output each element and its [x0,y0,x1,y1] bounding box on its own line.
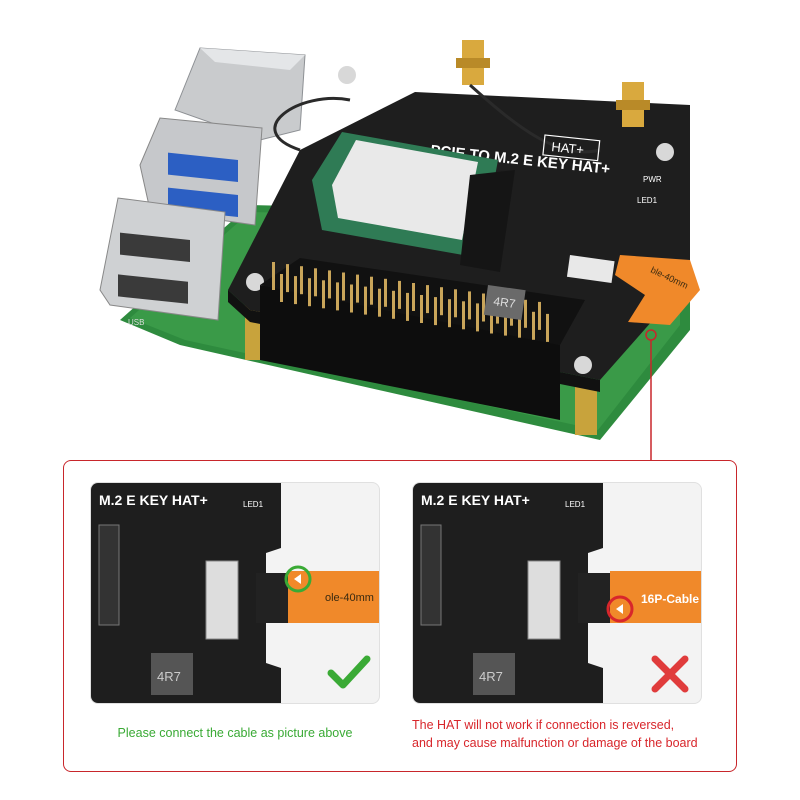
correct-connection-panel: M.2 E KEY HAT+ LED1 4R7 ole-40mm [90,482,380,704]
hat-badge: HAT+ [551,139,585,157]
cross-icon [651,655,689,693]
cable-stiffener [578,573,610,623]
warning-caption: The HAT will not work if connection is r… [412,716,732,752]
standoff [575,380,597,435]
correct-connection-illustration: M.2 E KEY HAT+ LED1 4R7 ole-40mm [91,483,379,703]
gpio-pin [350,284,353,313]
panel-title: M.2 E KEY HAT+ [421,492,530,508]
sma-antenna-right [616,82,650,127]
inductor-label: 4R7 [493,294,517,311]
m2-slot [460,170,515,272]
gpio-pin [454,289,457,318]
reversed-connection-panel: M.2 E KEY HAT+ LED1 4R7 16P-Cable [412,482,702,704]
usb-silkscreen: USB [128,318,144,327]
gpio-pin [412,283,415,311]
check-icon [327,655,371,689]
fpc-connector [566,254,615,284]
gpio-pin [378,288,381,317]
gpio-pin [300,266,303,295]
inductor [151,653,193,695]
gpio-pin [294,276,297,305]
gpio-pin [280,274,283,302]
usb-3-ports [139,117,263,226]
gpio-pin [392,290,395,319]
gpio-pin [398,280,401,309]
inductor-label: 4R7 [479,669,503,684]
usb-2-ports [99,197,226,321]
inductor [473,653,515,695]
correct-caption: Please connect the cable as picture abov… [117,726,353,740]
gpio-pin [420,295,423,323]
gpio-pin [384,278,387,307]
pin1-marker-ring [284,565,312,593]
mount-hole [338,66,356,84]
panel-title: M.2 E KEY HAT+ [99,492,208,508]
gpio-pin [426,285,429,314]
ffc-cable [288,571,379,623]
gpio-pin [364,286,367,315]
cable-text: 16P-Cable [641,592,699,606]
gpio-pin [462,301,465,330]
gpio-pin [370,276,373,305]
mount-hole [574,356,592,374]
fpc-connector [205,560,239,640]
gpio-pin [538,301,541,330]
pin1-marker-ring [606,595,634,623]
gpio-pin [482,293,485,322]
pwr-label: PWR [643,175,662,184]
ffc-cable [615,255,700,325]
gpio-pin [342,272,345,301]
inductor [483,284,526,320]
gpio-pin [440,287,443,316]
gpio-pin [328,270,331,299]
gpio-pin [308,278,311,307]
antenna-cable [468,83,601,154]
pin1-triangle-icon [294,574,301,584]
m2-slot [98,524,120,626]
warning-caption-line-1: The HAT will not work if connection is r… [412,718,675,732]
panel-led-label: LED1 [565,500,586,509]
gpio-pin [286,264,289,293]
gpio-pin [322,280,325,309]
mount-hole [246,273,264,291]
gpio-pin [434,297,437,326]
hat-badge-frame [542,134,601,162]
gpio-pin [468,291,471,320]
gpio-pin [476,303,479,332]
gpio-pin [490,305,493,334]
gpio-pin [272,262,275,290]
cable-stiffener [256,573,288,623]
panel-led-label: LED1 [243,500,264,509]
pin1-triangle-icon [616,604,623,614]
warning-caption-line-2: and may cause malfunction or damage of t… [412,736,698,750]
gpio-pin [356,274,359,303]
antenna-cable [273,97,351,152]
fpc-connector [527,560,561,640]
gpio-pin [504,307,507,336]
sma-antenna-left [456,40,490,85]
gpio-pin [518,309,521,338]
cable-text: ole-40mm [325,592,374,604]
gpio-pin [336,282,339,311]
led-label: LED1 [637,196,658,205]
gpio-pin [314,268,317,297]
mount-hole [656,143,674,161]
m2-slot [420,524,442,626]
gpio-pin [524,299,527,328]
gpio-pin [532,311,535,340]
hat-board-photo: USB PCIE TO M.2 E KEY HAT+ HAT+ PWR LED1 [99,40,700,460]
reversed-connection-illustration: M.2 E KEY HAT+ LED1 4R7 16P-Cable [413,483,701,703]
gpio-pin [448,299,451,328]
inductor-label: 4R7 [157,669,181,684]
gpio-pins [272,262,549,342]
gpio-pin [546,313,549,342]
gpio-pin [406,292,409,321]
m2-wifi-module [312,132,498,258]
